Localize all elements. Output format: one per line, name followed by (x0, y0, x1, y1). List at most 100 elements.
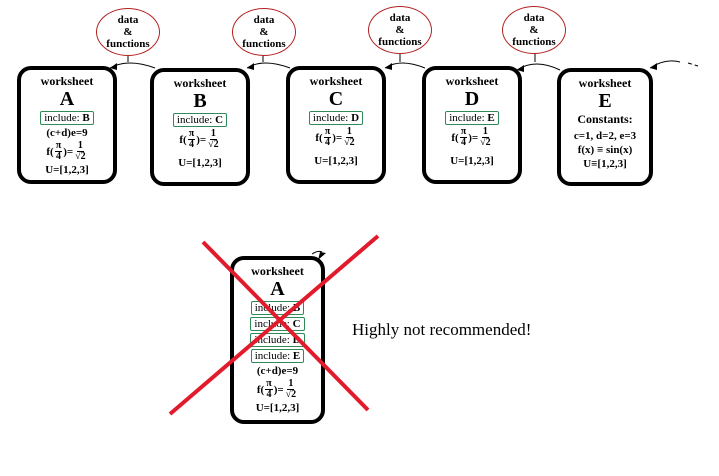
include-box: include: C (250, 317, 305, 331)
bubble-line: data (253, 14, 275, 26)
bubble-line: & (259, 26, 269, 38)
equation-line: (c+d)e=9 (46, 127, 88, 139)
include-target: E (292, 350, 301, 362)
u-definition: U=[1,2,3] (450, 155, 494, 167)
include-target: E (487, 112, 495, 124)
include-prefix: include: (176, 114, 216, 126)
worksheet-letter: A (59, 88, 75, 110)
worksheet-title: worksheet (40, 74, 94, 88)
f-lhs: f( (46, 145, 54, 158)
frac-den: 4 (460, 137, 466, 148)
frac-den: 4 (324, 137, 330, 148)
bubble-line: functions (512, 36, 556, 48)
bubble-line: data (117, 14, 139, 26)
include-target: B (292, 302, 301, 314)
bubble-line: functions (378, 36, 422, 48)
bubble-line: functions (242, 38, 286, 50)
one-over-root2: 1√2 (343, 127, 356, 148)
u-definition: U=[1,2,3] (45, 164, 89, 176)
bubble-line: functions (106, 38, 150, 50)
include-prefix: include: (449, 112, 488, 124)
worksheet-title: worksheet (173, 76, 227, 90)
include-target: D (351, 112, 360, 124)
one-over-root2: 1√2 (74, 141, 87, 162)
include-prefix: include: (312, 112, 352, 124)
constants-heading: Constants: (577, 112, 633, 126)
include-box: include: B (250, 301, 305, 315)
u-definition: U=[1,2,3] (314, 155, 358, 167)
frac-num: π (459, 126, 468, 138)
frac-num: 1 (209, 128, 217, 140)
f-mid: )= (468, 131, 479, 144)
include-prefix: include: (254, 302, 293, 314)
data-functions-bubble-d: data & functions (502, 6, 566, 54)
f-mid: )= (196, 133, 207, 146)
f-mid: )= (273, 383, 284, 396)
frac-num: π (187, 128, 196, 140)
bubble-line: & (123, 26, 133, 38)
f-mid: )= (332, 131, 343, 144)
worksheet-a-all-includes: worksheet A include: B include: C includ… (230, 256, 325, 424)
bubble-line: data (389, 12, 411, 24)
warning-note: Highly not recommended! (352, 320, 532, 339)
include-box: include: B (40, 111, 94, 125)
data-functions-bubble-a: data & functions (96, 8, 160, 56)
frac-den: 4 (55, 151, 61, 162)
worksheet-title: worksheet (445, 74, 499, 88)
worksheet-e: worksheet E Constants: c=1, d=2, e=3 f(x… (557, 68, 653, 186)
data-functions-bubble-c: data & functions (368, 6, 432, 54)
data-functions-bubble-b: data & functions (232, 8, 296, 56)
worksheet-title: worksheet (309, 74, 363, 88)
one-over-root2: 1√2 (207, 129, 220, 150)
constants-values: c=1, d=2, e=3 (573, 130, 637, 142)
frac-den: 4 (266, 389, 272, 400)
frac-num: π (54, 140, 63, 152)
worksheet-letter: A (270, 278, 285, 300)
f-lhs: f( (315, 131, 323, 144)
frac-num: 1 (481, 126, 489, 138)
include-prefix: include: (254, 318, 293, 330)
one-over-root2: 1√2 (479, 127, 492, 148)
worksheet-letter: E (598, 90, 612, 112)
bubble-line: & (529, 24, 539, 36)
u-definition: U=[1,2,3] (178, 157, 222, 169)
frac-den: √2 (344, 137, 355, 148)
f-lhs: f( (451, 131, 459, 144)
f-lhs: f( (179, 133, 187, 146)
worksheet-title: worksheet (578, 76, 632, 90)
worksheet-title: worksheet (251, 264, 304, 278)
one-over-root2: 1√2 (285, 379, 298, 400)
frac-num: 1 (76, 140, 84, 152)
include-target: B (82, 112, 90, 124)
frac-num: π (323, 126, 332, 138)
frac-den: √2 (285, 389, 297, 400)
frac-den: √2 (480, 137, 491, 148)
include-box: include: E (445, 111, 499, 125)
frac-num: 1 (345, 126, 353, 138)
frac-den: √2 (75, 151, 86, 162)
worksheet-letter: B (193, 90, 207, 112)
f-mid: )= (63, 145, 74, 158)
include-box: include: D (250, 333, 305, 347)
include-prefix: include: (254, 350, 293, 362)
f-lhs: f( (256, 383, 265, 396)
bubble-line: & (395, 24, 405, 36)
function-identity: f(x) ≡ sin(x) (577, 144, 633, 156)
include-box: include: D (308, 111, 364, 125)
u-definition: U=[1,2,3] (255, 402, 300, 414)
include-target: C (215, 114, 224, 126)
include-prefix: include: (254, 334, 293, 346)
